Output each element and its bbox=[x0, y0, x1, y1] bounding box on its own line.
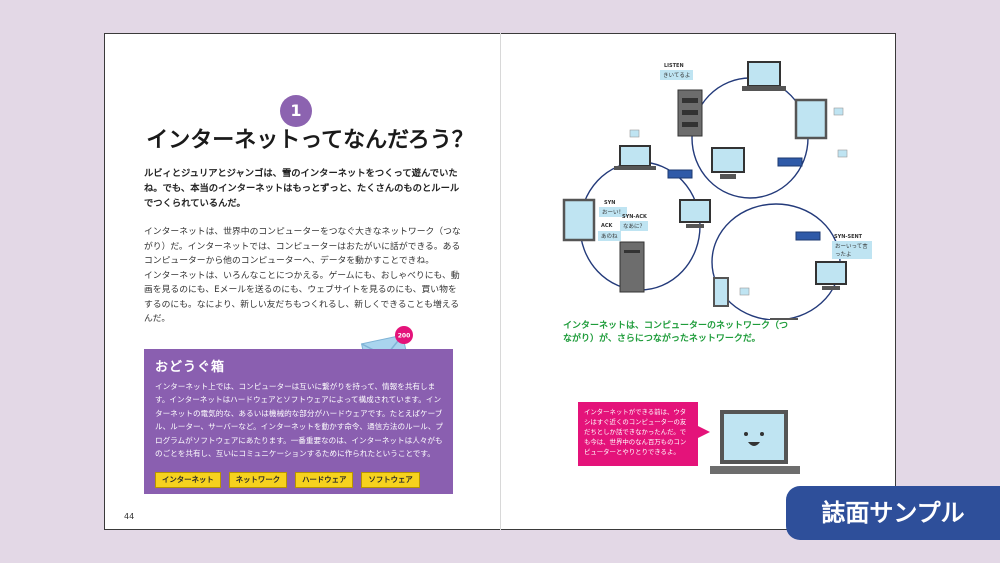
laptop-icon bbox=[614, 145, 656, 170]
page-gutter bbox=[500, 33, 501, 530]
synack-speech-bubble: なあに？ bbox=[620, 221, 649, 231]
syn-speech-bubble: おーい！ bbox=[599, 207, 628, 217]
envelope-badge bbox=[395, 326, 413, 344]
ack-label: ACK bbox=[601, 223, 613, 229]
intro-text: ルビィとジュリアとジャンゴは、雪のインターネットをつくって遊んでいたね。でも、本… bbox=[144, 168, 460, 209]
tag-hardware: ハードウェア bbox=[295, 472, 354, 488]
network-illustration bbox=[562, 61, 848, 320]
network-caption: インターネットは、コンピューターのネットワーク（つながり）が、さらにつながったネ… bbox=[563, 321, 789, 344]
computer-icon bbox=[815, 261, 847, 290]
email-icon bbox=[629, 107, 848, 296]
page-number: 44 bbox=[124, 512, 135, 521]
body-paragraph-1: インターネットは、世界中のコンピューターをつなぐ大きなネットワーク（つながり）だ… bbox=[144, 227, 461, 266]
tablet-icon bbox=[794, 98, 828, 140]
ack-speech-bubble: あのね bbox=[598, 231, 621, 241]
phone-icon bbox=[713, 277, 729, 307]
speech-bubble: インターネットができる前は、ウタシはすぐ近くのコンピューターの友だちとしか話でき… bbox=[578, 402, 698, 466]
laptop-character-icon bbox=[710, 410, 800, 474]
speech-bubble-tail bbox=[698, 426, 710, 438]
toolbox-panel: おどうぐ箱 インターネット上では、コンピューターは互いに繋がりを持って、情報を共… bbox=[144, 349, 453, 494]
body-text: インターネットは、世界中のコンピューターをつなぐ大きなネットワーク（つながり）だ… bbox=[144, 225, 464, 327]
computer-icon bbox=[742, 61, 786, 91]
syn-label: SYN bbox=[604, 200, 616, 206]
tag-internet: インターネット bbox=[155, 472, 221, 488]
router-icon bbox=[667, 157, 821, 241]
toolbox-heading: おどうぐ箱 bbox=[155, 360, 226, 375]
envelope-badge-text: 200 bbox=[398, 333, 411, 340]
computer-icon bbox=[711, 147, 745, 179]
listen-speech-bubble: きいてるよ bbox=[660, 70, 694, 80]
synack-label: SYN-ACK bbox=[622, 214, 647, 220]
body-paragraph-2: インターネットは、いろんなことにつかえる。ゲームにも、おしゃべりにも、動画を見る… bbox=[144, 270, 460, 325]
keyword-tags: インターネット ネットワーク ハードウェア ソフトウェア bbox=[155, 472, 420, 488]
network-ring-top bbox=[691, 77, 809, 199]
tablet-icon bbox=[562, 198, 596, 242]
section-number-badge: 1 bbox=[280, 95, 312, 127]
laptop-icon bbox=[770, 318, 798, 320]
computer-icon bbox=[679, 199, 711, 228]
synsent-label: SYN-SENT bbox=[834, 234, 863, 240]
listen-label: LISTEN bbox=[664, 63, 684, 69]
page-title: インターネットってなんだろう？ bbox=[146, 128, 474, 153]
tag-software: ソフトウェア bbox=[361, 472, 420, 488]
toolbox-text: インターネット上では、コンピューターは互いに繋がりを持って、情報を共有します。イ… bbox=[155, 382, 444, 459]
sample-label: 誌面サンプル bbox=[786, 486, 1000, 540]
synsent-speech-bubble: おーいって言ったよ bbox=[832, 241, 872, 259]
server-tower-icon bbox=[619, 241, 645, 293]
server-icon bbox=[677, 89, 703, 137]
tag-network: ネットワーク bbox=[228, 472, 288, 488]
